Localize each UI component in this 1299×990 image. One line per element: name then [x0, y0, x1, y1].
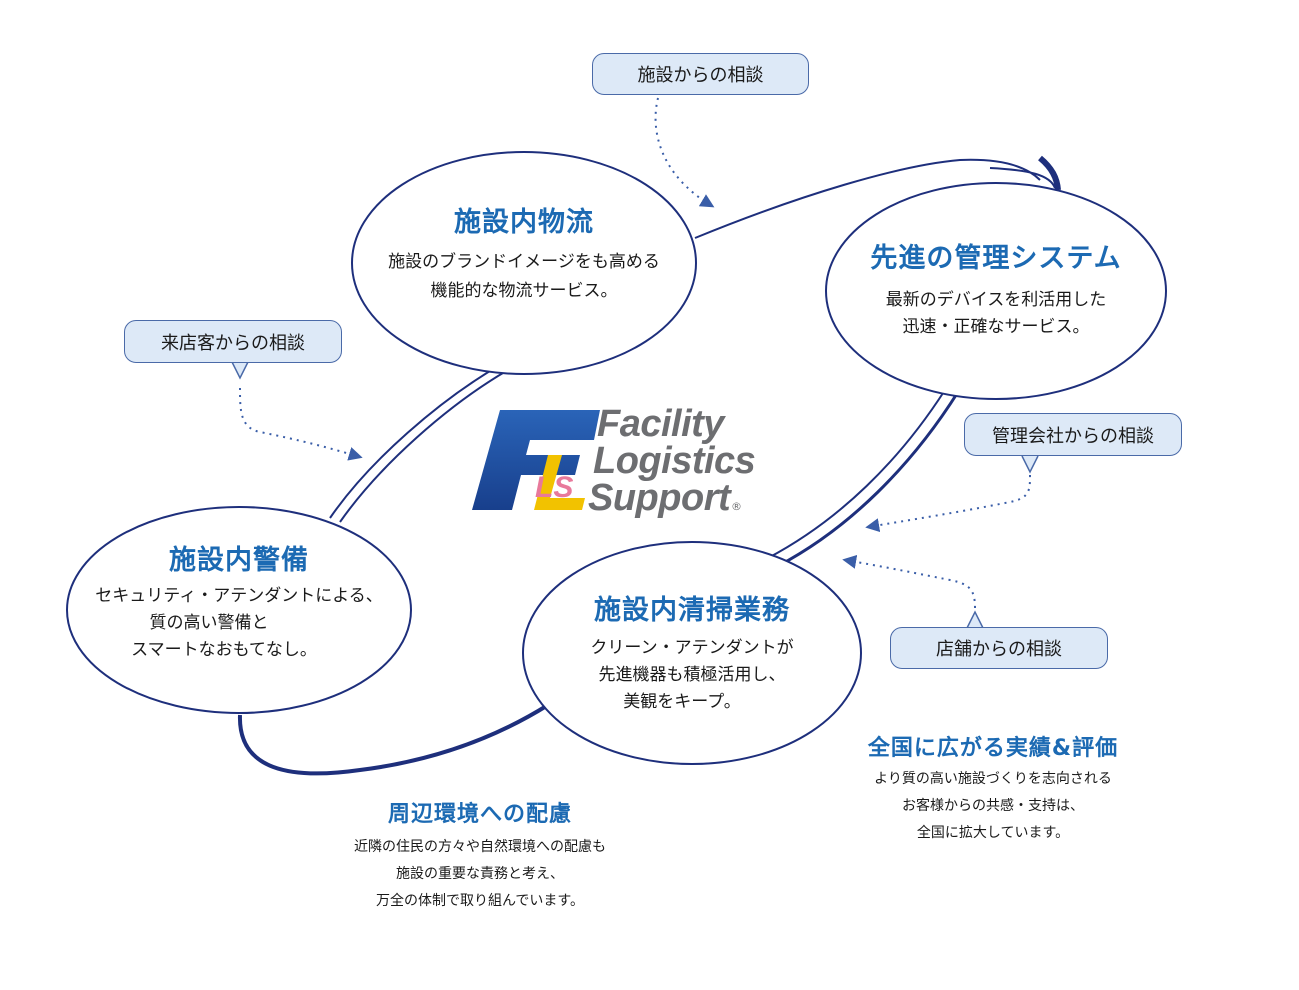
note-zenkoku-title: 全国に広がる実績&評価: [867, 736, 1119, 761]
node-kanri-line1: 最新のデバイスを利活用した: [885, 290, 1107, 310]
node-butsuryu-ellipse: [351, 151, 697, 375]
node-seiso: 施設内清掃業務 クリーン・アテンダントが 先進機器も積極活用し、 美観をキープ。: [523, 588, 861, 716]
note-shuhen-line3: 万全の体制で取り組んでいます。: [376, 893, 584, 909]
node-butsuryu-line1: 施設のブランドイメージをも高める: [388, 252, 660, 272]
bubble-tail-tenpo: [966, 610, 984, 629]
logo-registered-mark: ®: [731, 500, 742, 513]
node-seiso-line1: クリーン・アテンダントが: [590, 638, 794, 658]
node-kanri-ellipse: [825, 182, 1167, 400]
arrow-tenpo: [842, 554, 976, 609]
arrow-kanrigaisha: [865, 474, 1031, 533]
node-keibi-line1: セキュリティ・アテンダントによる、: [95, 586, 383, 606]
orbit-top-right-tick: [1038, 155, 1061, 191]
bubble-kanrigaisha: 管理会社からの相談: [964, 413, 1182, 456]
bubble-tail-kanrigaisha: [1021, 455, 1039, 474]
svg-text:LS: LS: [535, 471, 573, 504]
bubble-raitenkyaku: 来店客からの相談: [124, 320, 342, 363]
logo-line-logistics: Logistics: [593, 440, 756, 482]
orbit-right-line-a: [767, 389, 946, 559]
node-seiso-line3: 美観をキープ。: [623, 692, 741, 712]
node-kanri-line2: 迅速・正確なサービス。: [902, 317, 1090, 337]
orbit-top-line: [694, 158, 1041, 239]
orbit-left-line-b: [339, 369, 509, 523]
arrow-raitenkyaku: [239, 387, 363, 461]
node-butsuryu-title: 施設内物流: [454, 207, 594, 238]
node-butsuryu-line2: 機能的な物流サービス。: [430, 281, 618, 301]
note-shuhen-line1: 近隣の住民の方々や自然環境への配慮も: [354, 839, 606, 855]
orbit-top-right-arc: [989, 167, 1056, 189]
node-seiso-line2: 先進機器も積極活用し、: [598, 665, 786, 685]
orbit-bottom-arc: [237, 703, 550, 776]
note-zenkoku-line3: 全国に拡大しています。: [916, 825, 1070, 841]
fls-logo-mark: LS: [472, 410, 600, 510]
note-zenkoku: 全国に広がる実績&評価 より質の高い施設づくりを志向される お客様からの共感・支…: [832, 730, 1154, 847]
node-keibi-ellipse: [66, 506, 412, 714]
logo-line-support: Support: [588, 477, 731, 519]
note-zenkoku-line1: より質の高い施設づくりを志向される: [874, 771, 1112, 787]
node-kanri-title: 先進の管理システム: [870, 243, 1122, 274]
logo-line-facility: Facility: [597, 403, 724, 445]
node-keibi: 施設内警備 セキュリティ・アテンダントによる、 質の高い警備と スマートなおもて…: [67, 538, 411, 664]
arrow-shisetsu: [654, 97, 715, 208]
node-keibi-title: 施設内警備: [169, 545, 309, 576]
node-keibi-line3: スマートなおもてなし。: [131, 640, 317, 660]
node-butsuryu: 施設内物流 施設のブランドイメージをも高める 機能的な物流サービス。: [352, 200, 696, 305]
node-kanri: 先進の管理システム 最新のデバイスを利活用した 迅速・正確なサービス。: [826, 236, 1166, 341]
note-shuhen-title: 周辺環境への配慮: [387, 802, 572, 827]
note-shuhen-line2: 施設の重要な責務と考え、: [396, 866, 564, 882]
node-seiso-ellipse: [522, 541, 862, 765]
note-shuhen: 周辺環境への配慮 近隣の住民の方々や自然環境への配慮も 施設の重要な責務と考え、…: [310, 796, 650, 915]
bubble-tenpo: 店舗からの相談: [890, 627, 1108, 669]
node-seiso-title: 施設内清掃業務: [594, 595, 790, 626]
note-zenkoku-line2: お客様からの共感・支持は、: [902, 798, 1084, 814]
orbit-right-line-b: [777, 391, 960, 568]
bubble-shisetsu: 施設からの相談: [592, 53, 809, 95]
bubble-tail-raitenkyaku: [231, 361, 249, 380]
orbit-left-line-a: [329, 364, 501, 519]
node-keibi-line2: 質の高い警備と: [149, 613, 269, 633]
